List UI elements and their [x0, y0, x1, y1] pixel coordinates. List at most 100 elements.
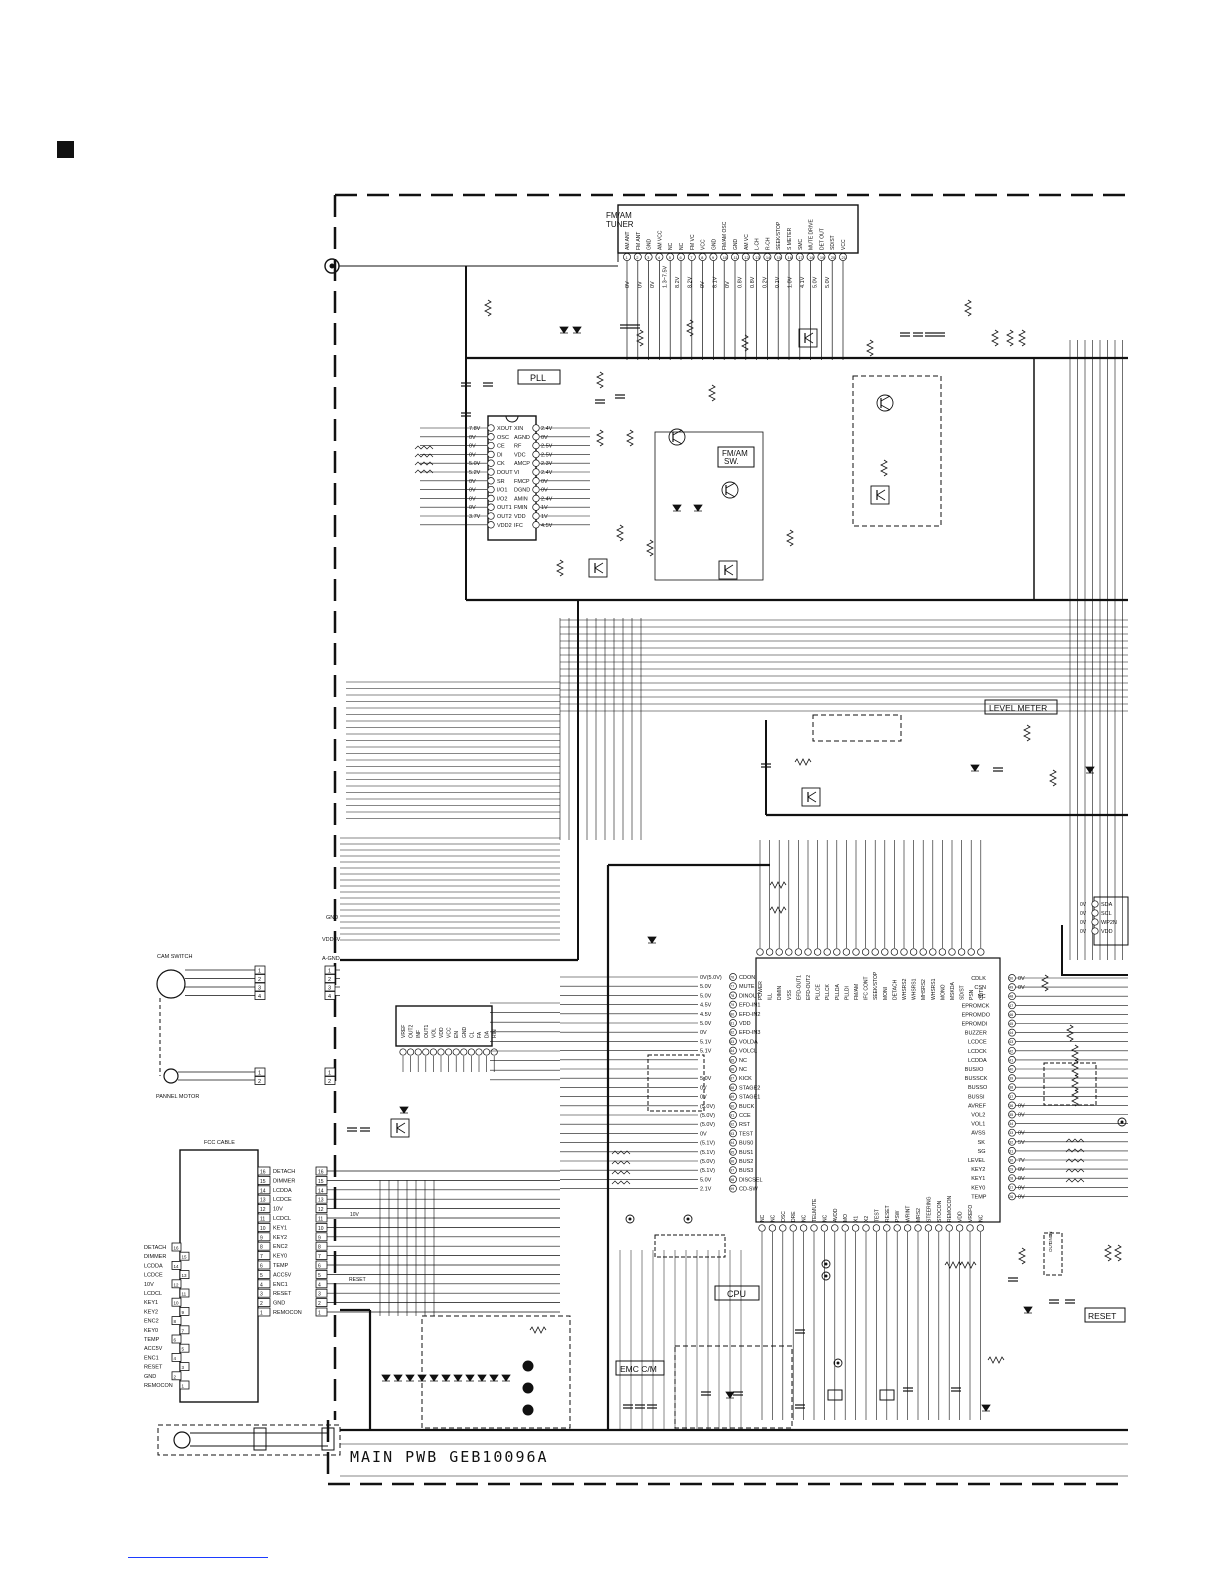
cpu-voltage: 0V	[1018, 1113, 1025, 1119]
fcc-inner-label: GND	[273, 1301, 285, 1307]
cpu-bottom-pin: NC	[978, 1214, 984, 1222]
cpu-pin-name: VOLDA	[739, 1039, 758, 1045]
svg-text:15: 15	[260, 1179, 266, 1185]
pll-voltage: 4.5V	[541, 523, 553, 529]
svg-text:1: 1	[626, 255, 629, 260]
tuner-pin-label: GND	[733, 239, 739, 251]
fcc-outer-label: GND	[144, 1374, 156, 1380]
pll-pin-name: AGND	[514, 435, 530, 441]
pll-pin-name: VI	[514, 470, 520, 476]
pll-label: PLL	[530, 373, 546, 383]
pll-voltage: 3.7V	[469, 514, 481, 520]
svg-text:4: 4	[328, 994, 331, 1000]
cpu-voltage: 0V	[1018, 1185, 1025, 1191]
fcc-outer-label: LCDDA	[144, 1263, 163, 1269]
tuner-voltage: 0V	[700, 281, 706, 288]
cpu-voltage: 5.0V	[700, 984, 712, 990]
fcc-outer-label: DIMMER	[144, 1254, 166, 1260]
svg-text:85: 85	[730, 1058, 734, 1062]
tuner-label: FM/AM	[606, 211, 632, 220]
tuner-module	[617, 204, 859, 254]
fcc-outer-label: KEY2	[144, 1309, 158, 1315]
pll-pin-name: OUT2	[497, 514, 512, 520]
svg-text:1: 1	[258, 969, 261, 975]
svg-text:45: 45	[1009, 1022, 1013, 1026]
remote-jack-box	[157, 1424, 341, 1456]
svg-text:14: 14	[174, 1264, 180, 1269]
fcc-inner-label: LCDCL	[273, 1216, 291, 1222]
cpu-pin-name: EPROMDO	[962, 1012, 991, 1018]
tuner-pin-label: FM VC	[690, 234, 696, 250]
eeprom-voltage: 0V	[1080, 902, 1087, 908]
svg-text:1: 1	[260, 1311, 263, 1317]
cpu-bottom-pin: MO	[843, 1214, 849, 1222]
svg-text:80: 80	[730, 1012, 734, 1016]
cpu-pin-name: KICK	[739, 1076, 752, 1082]
fcc-outer-label: TEMP	[144, 1337, 160, 1343]
svg-text:11: 11	[734, 255, 739, 260]
svg-text:46: 46	[1009, 1013, 1013, 1017]
tuner-voltage: 0.8V	[750, 276, 756, 288]
vol-ic-pin: CL	[469, 1031, 475, 1038]
cpu-pin-name: VDD	[739, 1021, 751, 1027]
cpu-top-pin: POWER	[758, 981, 764, 1000]
svg-text:26: 26	[1009, 1195, 1013, 1199]
pll-voltage: 0V	[469, 444, 476, 450]
svg-text:2: 2	[260, 1301, 263, 1307]
cpu-voltage: (5.0V)	[700, 1122, 715, 1128]
cpu-voltage: 0V(5.0V)	[700, 975, 722, 981]
cpu-pin-name: BUSSO	[968, 1085, 988, 1091]
cpu-pin-name: BUS2	[739, 1159, 753, 1165]
pll-pin-name: DGND	[514, 488, 530, 494]
svg-text:90: 90	[730, 1104, 734, 1108]
vol-ic-pin: FA	[477, 1031, 483, 1038]
cpu-voltage: 5.0V	[700, 1076, 712, 1082]
tuner-voltage: 8.2V	[675, 276, 681, 288]
cpu-voltage: (5.0V)	[700, 1159, 715, 1165]
pll-voltage: 1V	[541, 505, 548, 511]
fcc-inner-label: TEMP	[273, 1263, 289, 1269]
pll-voltage: 0V	[469, 488, 476, 494]
cpu-pin-name: TEST	[739, 1131, 754, 1137]
cpu-bottom-pin: REMOCON	[947, 1196, 953, 1223]
cpu-bottom-pin: NC	[802, 1214, 808, 1222]
cpu-top-pin: EFD-OUT1	[796, 975, 802, 1000]
reset-ic-pin: OUT	[1048, 1242, 1053, 1252]
svg-text:19: 19	[820, 255, 825, 260]
tuner-pin-label: FM/AM OSC	[722, 221, 728, 250]
svg-text:30: 30	[1009, 1159, 1013, 1163]
svg-text:4: 4	[260, 1282, 263, 1288]
fcc-outer-label: KEY0	[144, 1328, 158, 1334]
pll-pin-name: VDC	[514, 452, 526, 458]
reset-label: RESET	[1088, 1311, 1116, 1321]
section-bullet-icon	[57, 141, 74, 158]
svg-text:6: 6	[260, 1264, 263, 1270]
svg-text:6: 6	[680, 255, 683, 260]
svg-text:4: 4	[174, 1356, 177, 1361]
cpu-pin-name: NC	[978, 994, 986, 1000]
tuner-voltage: 8.1V	[713, 276, 719, 288]
svg-text:3: 3	[258, 986, 261, 992]
svg-text:33: 33	[1009, 1131, 1013, 1135]
vdd-rail-label: VDD5V	[322, 937, 341, 943]
panel-motor-label: PANNEL MOTOR	[156, 1094, 199, 1100]
cpu-pin-name: CCE	[739, 1113, 751, 1119]
pll-voltage: 0V	[469, 505, 476, 511]
tuner-voltage: 0.2V	[763, 276, 769, 288]
cpu-bottom-pin: STOCON	[937, 1200, 943, 1222]
svg-text:7: 7	[318, 1254, 321, 1260]
cpu-voltage: (5.1V)	[700, 1168, 715, 1174]
svg-text:3: 3	[647, 255, 650, 260]
svg-text:50: 50	[1009, 977, 1013, 981]
cpu-voltage: 5.1V	[700, 1039, 712, 1045]
cpu-pin-name: EPROMCK	[962, 1003, 990, 1009]
svg-text:27: 27	[1009, 1186, 1013, 1190]
pll-pin-name: OSC	[497, 435, 509, 441]
cpu-top-pin: CDTI	[979, 988, 985, 1000]
agnd-rail-label: A-GND	[322, 956, 340, 962]
svg-text:14: 14	[766, 255, 771, 260]
cpu-bottom-pin: STEERING	[926, 1196, 932, 1222]
tuner-voltage: 5.0V	[825, 276, 831, 288]
vol-ic-pin: GND	[462, 1027, 468, 1039]
